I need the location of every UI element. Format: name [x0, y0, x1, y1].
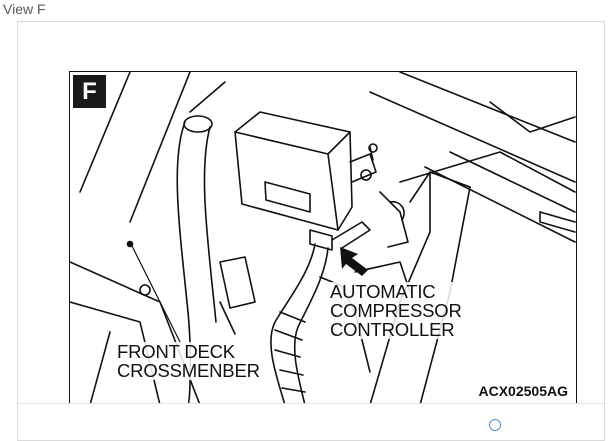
view-badge: F — [73, 75, 106, 108]
circle-icon[interactable] — [489, 419, 501, 431]
callout-line: COMPRESSOR — [328, 300, 464, 321]
pointer-arrow — [340, 247, 368, 276]
engine-bay-line-drawing — [70, 72, 576, 403]
callout-line: CONTROLLER — [328, 320, 464, 339]
technical-illustration: F AUTOMATIC COMPRESSOR CONTROLLER FRONT … — [69, 71, 577, 404]
callout-automatic-compressor-controller: AUTOMATIC COMPRESSOR CONTROLLER — [328, 282, 464, 339]
callout-front-deck-crossmember: FRONT DECK CROSSMENBER — [115, 342, 262, 380]
card-divider — [18, 403, 604, 404]
callout-line: CROSSMENBER — [115, 360, 262, 381]
figure-card: F AUTOMATIC COMPRESSOR CONTROLLER FRONT … — [17, 21, 605, 441]
view-title: View F — [3, 1, 46, 17]
callout-line: AUTOMATIC — [328, 282, 464, 301]
callout-line: FRONT DECK — [115, 342, 262, 361]
figure-code: ACX02505AG — [476, 383, 570, 399]
